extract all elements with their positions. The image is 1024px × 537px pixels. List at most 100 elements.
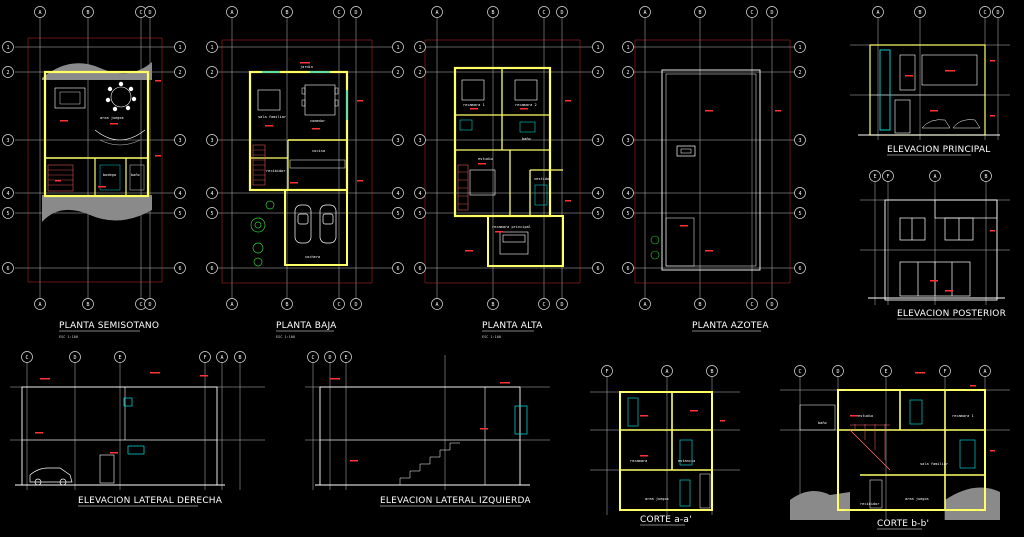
grid-bubble-left-1-0 xyxy=(206,41,218,53)
grid-bubble-bottom-3-2-label: C xyxy=(750,302,753,308)
grid-bubble-top-2-2 xyxy=(538,6,550,18)
grid-bubble-bottom-0-2-label: C xyxy=(139,302,142,308)
grid-bubble-left-1-2-label: 3 xyxy=(210,138,213,144)
grid-bubble-elev-20 xyxy=(794,365,806,377)
grid-bubble-left-2-0 xyxy=(414,41,426,53)
grid-bubble-top-3-0-label: A xyxy=(643,10,646,16)
grid-bubble-right-1-3-label: 4 xyxy=(396,191,399,197)
grid-bubble-right-1-5-label: 6 xyxy=(396,266,399,272)
grid-bubble-left-2-2-label: 3 xyxy=(418,138,421,144)
grid-bubble-top-1-0 xyxy=(226,6,238,18)
room-vestidor: vestidor xyxy=(534,177,552,181)
grid-bubble-elev-9 xyxy=(69,351,81,363)
grid-bubble-bottom-2-1-label: B xyxy=(491,302,494,308)
grid-bubble-right-2-0 xyxy=(592,41,604,53)
grid-bubble-left-3-3-label: 4 xyxy=(626,191,629,197)
grid-bubble-bottom-3-3-label: D xyxy=(770,302,773,308)
grid-bubble-elev-1 xyxy=(914,6,926,18)
grid-bubble-top-2-3 xyxy=(556,6,568,18)
elevacion-lateral-izquierda-drawing: ELEVACION LATERAL IZQUIERDA xyxy=(305,355,550,507)
grid-bubble-elev-8 xyxy=(21,351,33,363)
grid-bubble-elev-24 xyxy=(979,365,991,377)
grid-bubble-bottom-2-1 xyxy=(487,298,499,310)
grid-bubble-elev-6-label: A xyxy=(933,174,936,180)
grid-bubble-right-0-4-label: 5 xyxy=(178,211,181,217)
room-cocina: cocina xyxy=(312,149,325,153)
garden-plants xyxy=(250,200,275,267)
grid-bubble-left-2-0-label: 1 xyxy=(418,45,421,51)
grid-bubble-elev-13 xyxy=(234,351,246,363)
grid-bubble-right-0-3-label: 4 xyxy=(178,191,181,197)
grid-bubble-left-0-4 xyxy=(2,207,14,219)
grid-bubble-bottom-2-3 xyxy=(556,298,568,310)
grid-bubble-elev-24-label: A xyxy=(983,369,986,375)
grid-bubble-elev-14 xyxy=(307,351,319,363)
grid-bubble-right-2-4 xyxy=(592,207,604,219)
grid-bubble-top-0-3-label: D xyxy=(148,10,151,16)
grid-bubble-elev-7-label: B xyxy=(984,174,987,180)
room-estudio: estudio xyxy=(478,157,493,161)
grid-bubble-elev-11-label: F xyxy=(203,355,206,361)
room-corte-b-bano: baño xyxy=(818,421,827,425)
grid-bubble-elev-16 xyxy=(340,351,352,363)
grid-bubble-right-2-4-label: 5 xyxy=(596,211,599,217)
room-bano: baño xyxy=(131,173,140,177)
grid-bubble-left-2-1 xyxy=(414,66,426,78)
grid-bubble-left-2-5-label: 6 xyxy=(418,266,421,272)
grid-bubble-right-3-4-label: 5 xyxy=(798,211,801,217)
grid-bubble-left-0-0-label: 1 xyxy=(6,45,9,51)
grid-bubble-left-2-1-label: 2 xyxy=(418,70,421,76)
grid-bubble-elev-18-label: A xyxy=(665,369,668,375)
grid-bubble-right-2-5 xyxy=(592,262,604,274)
grid-bubble-bottom-1-0 xyxy=(226,298,238,310)
grid-bubble-elev-22 xyxy=(880,365,892,377)
title-planta-baja: PLANTA BAJA xyxy=(276,321,337,331)
grid-bubble-left-0-0 xyxy=(2,41,14,53)
grid-bubble-right-3-0-label: 1 xyxy=(798,45,801,51)
room-corte-b-recamara: recamara 1 xyxy=(952,414,974,418)
grid-bubble-right-0-3 xyxy=(174,187,186,199)
grid-bubble-right-0-5 xyxy=(174,262,186,274)
grid-bubble-right-2-3 xyxy=(592,187,604,199)
grid-bubble-right-1-2-label: 3 xyxy=(396,138,399,144)
grid-bubble-bottom-2-2-label: C xyxy=(542,302,545,308)
grid-bubble-elev-3 xyxy=(992,6,1004,18)
grid-bubble-elev-15-label: D xyxy=(328,355,331,361)
grid-bubble-elev-10 xyxy=(114,351,126,363)
room-recibidor: recibidor xyxy=(266,169,286,173)
grid-bubble-elev-4 xyxy=(869,170,881,182)
grid-bubble-right-1-3 xyxy=(392,187,404,199)
grid-bubble-elev-3-label: D xyxy=(996,10,999,16)
grid-bubble-top-1-1-label: B xyxy=(285,10,288,16)
grid-bubble-bottom-0-1 xyxy=(82,298,94,310)
room-recamara-1: recamara 1 xyxy=(463,103,485,107)
grid-bubble-left-1-3 xyxy=(206,187,218,199)
grid-bubble-right-3-2 xyxy=(794,134,806,146)
title-planta-azotea: PLANTA AZOTEA xyxy=(692,321,769,331)
grid-bubble-elev-17 xyxy=(601,365,613,377)
title-planta-semisotano: PLANTA SEMISOTANO xyxy=(59,321,159,331)
grid-bubble-left-0-2 xyxy=(2,134,14,146)
grid-bubble-right-1-4 xyxy=(392,207,404,219)
grid-bubble-elev-7 xyxy=(980,170,992,182)
grid-bubble-top-2-1 xyxy=(487,6,499,18)
grid-bubble-elev-8-label: C xyxy=(25,355,28,361)
grid-bubble-left-1-2 xyxy=(206,134,218,146)
grid-bubble-top-2-0 xyxy=(431,6,443,18)
grid-bubble-top-0-0-label: A xyxy=(38,10,41,16)
grid-bubble-right-3-5 xyxy=(794,262,806,274)
room-corte-b-estudio: estudio xyxy=(858,414,873,418)
room-comedor: comedor xyxy=(310,119,326,123)
grid-bubble-right-3-4 xyxy=(794,207,806,219)
title-corte-b: CORTE b-b' xyxy=(877,519,929,529)
grid-bubble-left-3-3 xyxy=(622,187,634,199)
elevacion-posterior-drawing: ELEVACION POSTERIOR xyxy=(860,175,1010,320)
round-table xyxy=(110,86,132,108)
grid-bubble-top-0-0 xyxy=(34,6,46,18)
grid-bubble-left-0-3 xyxy=(2,187,14,199)
grid-bubble-right-3-1-label: 2 xyxy=(798,70,801,76)
grid-bubble-elev-6 xyxy=(929,170,941,182)
grid-bubble-right-2-3-label: 4 xyxy=(596,191,599,197)
grid-bubble-right-0-4 xyxy=(174,207,186,219)
room-recamara-principal: recamara principal xyxy=(492,225,531,229)
